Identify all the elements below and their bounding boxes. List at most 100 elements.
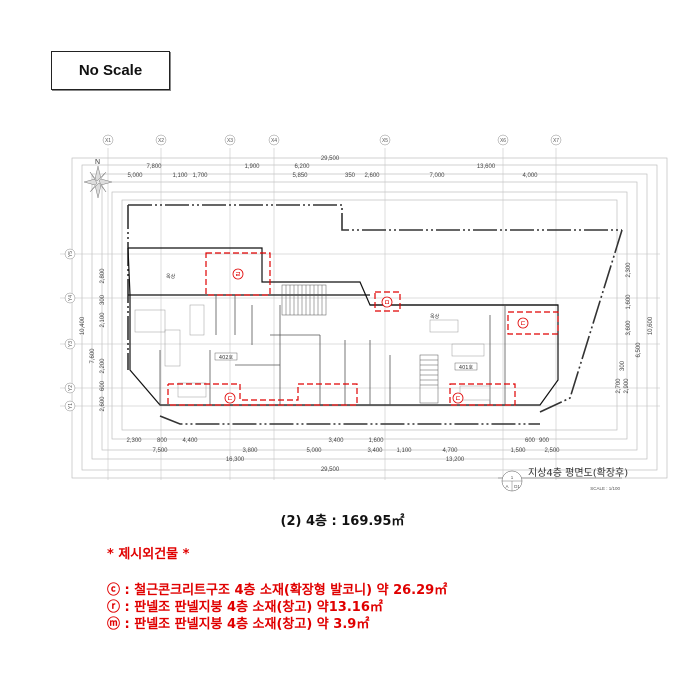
region-balcony-left xyxy=(167,383,358,406)
svg-text:2,600: 2,600 xyxy=(100,396,106,412)
top-dimensions: 29,500 7,800 1,900 6,200 13,600 5,000 1,… xyxy=(127,156,538,179)
drawing-title: 지상4층 평면도(확장후) xyxy=(528,467,628,479)
svg-text:5,000: 5,000 xyxy=(306,448,322,454)
drawing-scale: SCALE : 1/100 xyxy=(590,486,620,491)
north-arrow-icon: N xyxy=(83,159,113,199)
stair xyxy=(281,284,439,404)
svg-text:X5: X5 xyxy=(382,138,388,144)
note-item-storage-b: ⓜ : 판넬조 판넬지붕 4층 소재(창고) 약 3.9㎡ xyxy=(107,617,370,632)
svg-text:2,800: 2,800 xyxy=(100,268,106,284)
svg-text:3,600: 3,600 xyxy=(626,320,632,336)
svg-text:4,400: 4,400 xyxy=(182,438,198,444)
svg-text:600: 600 xyxy=(100,380,106,391)
floor-plan-drawing: X1 X2 X3 X4 X5 X6 X7 Y5 Y4 Y3 Y2 Y1 N 29… xyxy=(30,130,680,510)
svg-text:Y3: Y3 xyxy=(68,341,74,347)
svg-text:300: 300 xyxy=(620,360,626,371)
svg-text:1,700: 1,700 xyxy=(192,173,208,179)
svg-text:900: 900 xyxy=(539,438,550,444)
svg-text:6,200: 6,200 xyxy=(294,164,310,170)
note-item-balcony: ⓒ : 철근콘크리트구조 4층 소재(확장형 발코니) 약 26.29㎡ xyxy=(107,583,448,598)
notes-title: * 제시외건물 * xyxy=(107,547,190,562)
svg-text:Y1: Y1 xyxy=(68,403,74,409)
svg-text:16,300: 16,300 xyxy=(226,457,245,463)
furniture xyxy=(134,304,491,401)
svg-text:29,500: 29,500 xyxy=(321,467,340,473)
svg-text:Y5: Y5 xyxy=(68,251,74,257)
svg-text:3,800: 3,800 xyxy=(242,448,258,454)
svg-text:2,100: 2,100 xyxy=(100,312,106,328)
room-labels: 402호 401호 옥상 옥상 xyxy=(166,273,478,371)
annotation-markers: ㄹ ㅁ ㄷ ㄷ ㄷ xyxy=(224,268,529,404)
storage-a-marker: ㄹ xyxy=(235,271,241,279)
svg-text:13,600: 13,600 xyxy=(477,164,496,170)
svg-text:10,400: 10,400 xyxy=(80,316,86,335)
svg-text:350: 350 xyxy=(345,173,356,179)
svg-text:5,000: 5,000 xyxy=(127,173,143,179)
no-scale-box: No Scale xyxy=(51,51,170,90)
svg-text:2,600: 2,600 xyxy=(364,173,380,179)
svg-text:X4: X4 xyxy=(271,138,277,144)
region-balcony-right-lower xyxy=(449,383,516,406)
right-dimensions: 2,300 1,600 3,600 300 2,700 2,900 6,500 … xyxy=(616,262,654,394)
svg-text:D1: D1 xyxy=(514,484,520,489)
region-balcony-right-upper xyxy=(507,311,559,335)
svg-text:1,100: 1,100 xyxy=(172,173,188,179)
svg-text:2,500: 2,500 xyxy=(544,448,560,454)
svg-text:2,900: 2,900 xyxy=(624,378,630,394)
svg-text:X6: X6 xyxy=(500,138,506,144)
balcony-marker-right-lower: ㄷ xyxy=(455,395,461,403)
site-boundary xyxy=(127,204,623,425)
no-scale-label: No Scale xyxy=(78,62,143,79)
svg-text:2,300: 2,300 xyxy=(626,262,632,278)
svg-text:800: 800 xyxy=(157,438,168,444)
unit-402-label: 402호 xyxy=(219,355,234,361)
note-item-storage-a: ⓡ : 판넬조 판넬지붕 4층 소재(창고) 약13.16㎡ xyxy=(107,600,383,615)
svg-text:7,000: 7,000 xyxy=(429,173,445,179)
dimension-frames xyxy=(71,157,668,479)
svg-text:1,100: 1,100 xyxy=(396,448,412,454)
storage-b-marker: ㅁ xyxy=(384,299,390,307)
svg-text:1,600: 1,600 xyxy=(368,438,384,444)
svg-text:X1: X1 xyxy=(105,138,111,144)
svg-text:29,500: 29,500 xyxy=(321,156,340,162)
svg-text:2,300: 2,300 xyxy=(126,438,142,444)
interior-walls xyxy=(159,295,506,405)
svg-text:7,600: 7,600 xyxy=(90,348,96,364)
svg-text:4,700: 4,700 xyxy=(442,448,458,454)
svg-text:4,000: 4,000 xyxy=(522,173,538,179)
unit-401-label: 401호 xyxy=(459,365,474,371)
extra-buildings-notes: * 제시외건물 * ⓒ : 철근콘크리트구조 4층 소재(확장형 발코니) 약 … xyxy=(107,543,447,633)
svg-text:300: 300 xyxy=(100,294,106,305)
svg-text:1,900: 1,900 xyxy=(244,164,260,170)
floor-area-caption: (2) 4층 : 169.95㎡ xyxy=(280,514,405,529)
svg-text:1,500: 1,500 xyxy=(510,448,526,454)
svg-text:X2: X2 xyxy=(158,138,164,144)
svg-text:X3: X3 xyxy=(227,138,233,144)
building-outline xyxy=(127,247,559,406)
annotation-regions xyxy=(167,252,559,406)
rooftop-left-label: 옥상 xyxy=(166,273,176,280)
svg-text:2,200: 2,200 xyxy=(100,358,106,374)
balcony-marker-right-upper: ㄷ xyxy=(520,320,526,328)
svg-text:600: 600 xyxy=(525,438,536,444)
svg-text:Y2: Y2 xyxy=(68,385,74,391)
svg-text:3,400: 3,400 xyxy=(328,438,344,444)
left-dimensions: 10,400 7,600 2,800 300 2,100 2,200 600 2… xyxy=(80,268,106,412)
region-storage-b xyxy=(374,291,401,312)
svg-text:1,600: 1,600 xyxy=(626,294,632,310)
grid-bubbles-x: X1 X2 X3 X4 X5 X6 X7 xyxy=(102,134,562,146)
svg-text:A: A xyxy=(505,484,508,489)
svg-text:Y4: Y4 xyxy=(68,295,74,301)
svg-text:13,200: 13,200 xyxy=(446,457,465,463)
svg-text:1: 1 xyxy=(511,475,514,480)
svg-text:5,850: 5,850 xyxy=(292,173,308,179)
grid-bubbles-y: Y5 Y4 Y3 Y2 Y1 xyxy=(64,248,76,412)
bottom-dimensions: 2,300 800 4,400 3,400 1,600 600 900 7,50… xyxy=(126,438,560,473)
svg-text:3,400: 3,400 xyxy=(367,448,383,454)
svg-text:2,700: 2,700 xyxy=(616,378,622,394)
balcony-marker-left: ㄷ xyxy=(227,395,233,403)
rooftop-right-label: 옥상 xyxy=(430,313,440,320)
svg-text:N: N xyxy=(95,159,100,166)
svg-text:X7: X7 xyxy=(553,138,559,144)
drawing-title-block: 1 A D1 지상4층 평면도(확장후) SCALE : 1/100 xyxy=(498,467,628,492)
